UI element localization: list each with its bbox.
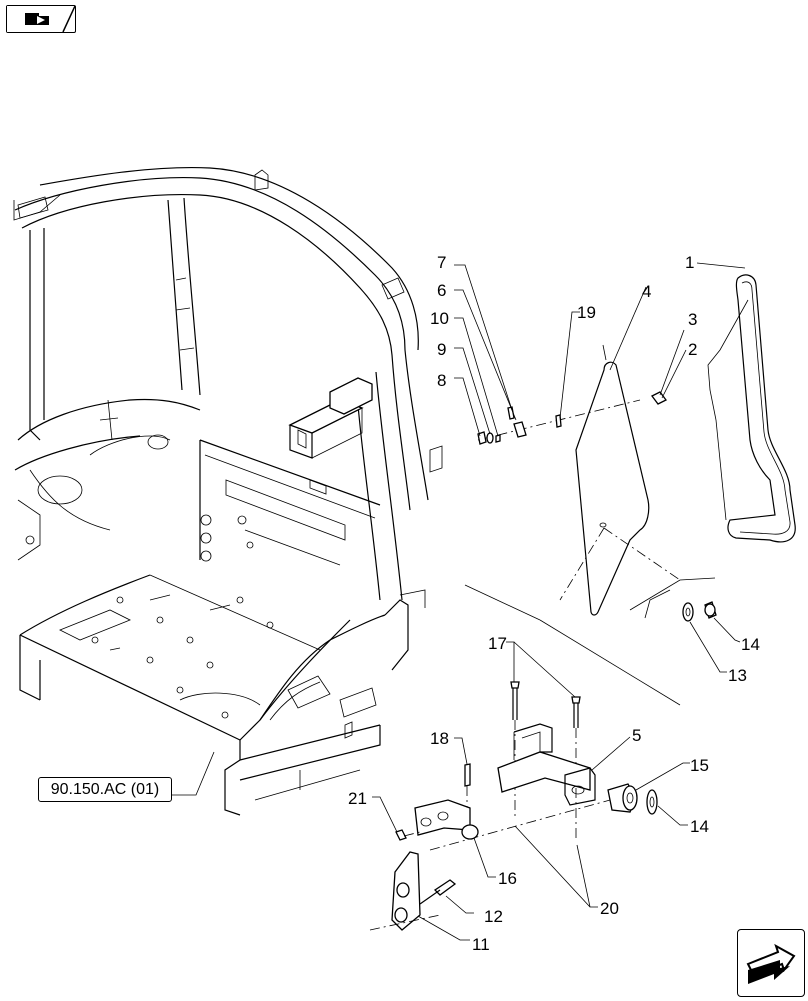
callout-3: 3 [688,310,697,329]
callout-7: 7 [437,253,446,272]
callout-21: 21 [348,789,367,808]
reference-label[interactable]: 90.150.AC (01) [38,777,172,802]
callout-18: 18 [430,729,449,748]
book-arrow-icon[interactable] [6,5,76,33]
leader-lines [170,262,746,941]
callout-17: 17 [488,634,507,653]
callout-4: 4 [642,282,651,301]
callout-13: 13 [728,666,747,685]
callout-labels: 1 2 3 4 5 6 7 8 9 10 11 12 13 14 14 15 1… [348,253,760,954]
callout-15: 15 [690,756,709,775]
hinge-assembly [369,681,658,931]
callout-20: 20 [600,899,619,918]
callout-5: 5 [632,726,641,745]
callout-6: 6 [437,281,446,300]
callout-12: 12 [484,907,503,926]
floor-holes [91,596,274,719]
callout-10: 10 [430,309,449,328]
window-assembly [464,274,796,706]
cab-frame [13,166,443,816]
callout-16: 16 [498,869,517,888]
callout-11: 11 [472,935,490,954]
callout-1: 1 [685,253,694,272]
next-page-arrow-icon[interactable] [737,929,805,997]
callout-14-lower: 14 [690,817,709,836]
callout-9: 9 [437,340,446,359]
callout-2: 2 [688,340,697,359]
callout-14-upper: 14 [741,635,760,654]
callout-19: 19 [577,303,596,322]
callout-8: 8 [437,371,446,390]
